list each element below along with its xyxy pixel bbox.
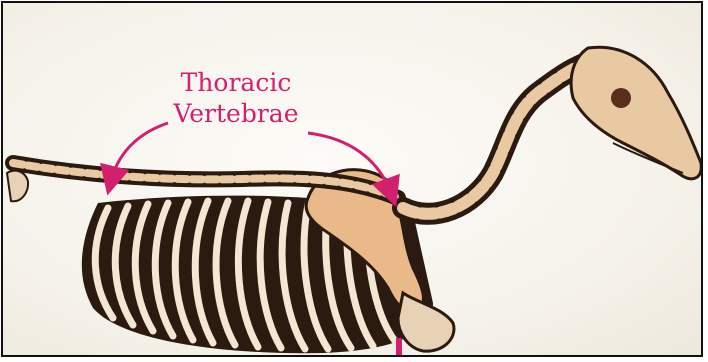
label-thoracic: Thoracic — [161, 69, 311, 97]
eye-socket — [611, 88, 631, 108]
skull — [571, 47, 701, 179]
tail-bone — [7, 171, 28, 202]
pointer-marker — [396, 338, 402, 357]
diagram-frame: Thoracic Vertebrae — [1, 1, 703, 357]
horse-skeleton-illustration — [3, 3, 703, 357]
label-vertebrae: Vertebrae — [161, 100, 311, 128]
